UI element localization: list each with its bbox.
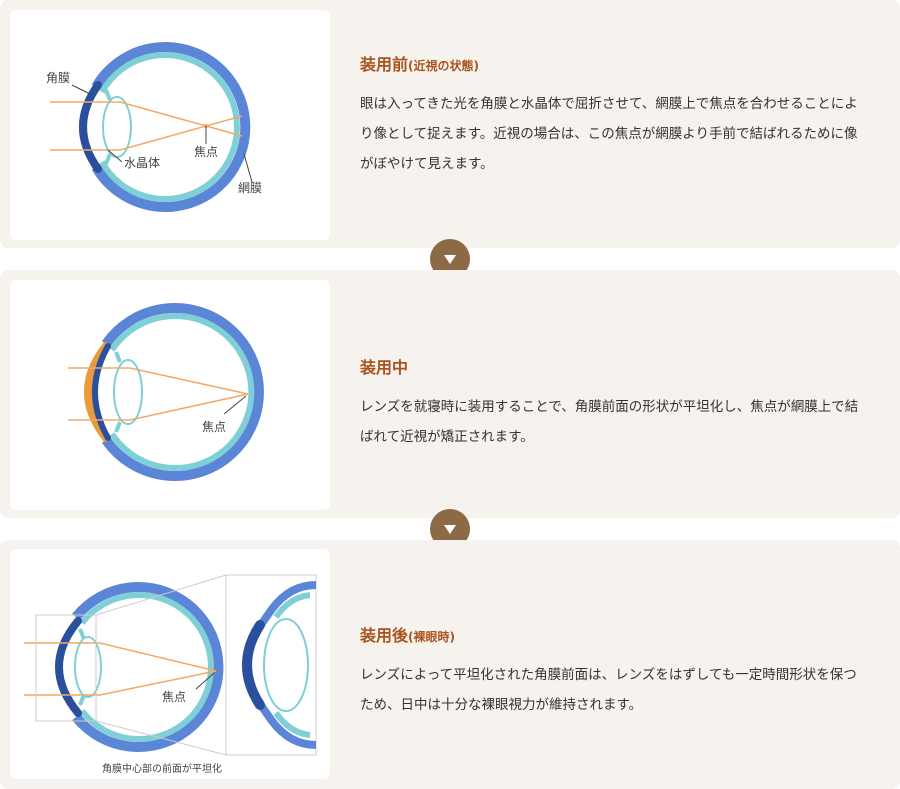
zoom-region — [35, 614, 97, 722]
light-ray-bottom — [50, 115, 243, 151]
eye-illustration-wearing: 焦点 — [68, 303, 264, 481]
step-panel-before: 角膜 水晶体 焦点 網膜 装用前(近視の状態) 眼は入ってきた光を角膜と水晶体で… — [0, 0, 900, 248]
label-retina: 網膜 — [238, 181, 262, 195]
crystalline-lens — [102, 96, 132, 158]
cornea — [79, 81, 102, 173]
step-title: 装用前 — [360, 55, 409, 74]
label-focus: 焦点 — [202, 420, 226, 434]
triangle-down-icon — [444, 525, 456, 534]
step-text-after: 装用後(裸眼時) レンズによって平坦化された角膜前面は、レンズをはずしても一定時… — [360, 624, 870, 720]
step-description: レンズを就寝時に装用することで、角膜前面の形状が平坦化し、焦点が網膜上で結ばれて… — [360, 399, 859, 445]
sclera — [101, 303, 264, 481]
step-heading: 装用前(近視の状態) — [360, 53, 870, 78]
step-description: 眼は入ってきた光を角膜と水晶体で屈折させて、網膜上で焦点を合わせることにより像と… — [360, 96, 858, 172]
triangle-down-icon — [444, 255, 456, 264]
zoom-caption: 角膜中心部の前面が平坦化 — [102, 762, 222, 775]
choroid — [99, 52, 240, 202]
light-ray-top — [50, 101, 243, 137]
choroid — [79, 592, 214, 742]
label-focus: 焦点 — [162, 690, 186, 704]
contact-lens — [84, 342, 110, 442]
cornea — [55, 617, 82, 717]
sclera — [72, 582, 224, 752]
step-description: レンズによって平坦化された角膜前面は、レンズをはずしても一定時間形状を保つため、… — [360, 667, 857, 713]
step-text-during: 装用中 レンズを就寝時に装用することで、角膜前面の形状が平坦化し、焦点が網膜上で… — [360, 356, 870, 452]
light-ray-bottom — [24, 670, 217, 696]
crystalline-lens — [74, 636, 102, 698]
light-ray-top — [24, 642, 217, 672]
light-ray-top — [68, 367, 249, 395]
choroid — [109, 313, 255, 471]
step-panel-after: 焦点 角膜中心部の前面が平坦化 装用後(裸眼時) レンズによって平坦化された角膜… — [0, 540, 900, 789]
eye-diagram-before: 角膜 水晶体 焦点 網膜 — [10, 10, 330, 240]
crystalline-lens-zoomed — [263, 618, 309, 712]
light-ray-bottom — [68, 393, 249, 421]
eye-diagram-during: 焦点 — [10, 280, 330, 510]
sclera — [91, 42, 251, 212]
label-lens: 水晶体 — [124, 156, 160, 170]
step-title: 装用後 — [360, 626, 409, 645]
label-focus: 焦点 — [194, 145, 218, 159]
step-subtitle: (近視の状態) — [408, 59, 479, 73]
step-panel-during: 焦点 装用中 レンズを就寝時に装用することで、角膜前面の形状が平坦化し、焦点が網… — [0, 270, 900, 518]
step-heading: 装用中 — [360, 356, 870, 381]
cornea-zoomed — [242, 620, 265, 710]
eye-illustration-myopia: 角膜 水晶体 焦点 網膜 — [46, 42, 262, 212]
step-text-before: 装用前(近視の状態) 眼は入ってきた光を角膜と水晶体で屈折させて、網膜上で焦点を… — [360, 53, 870, 179]
eye-illustration-after: 焦点 角膜中心部の前面が平坦化 — [24, 574, 317, 775]
step-subtitle: (裸眼時) — [408, 630, 455, 644]
step-heading: 装用後(裸眼時) — [360, 624, 870, 649]
step-title: 装用中 — [360, 358, 409, 377]
label-cornea: 角膜 — [46, 71, 70, 85]
eye-diagram-after: 焦点 角膜中心部の前面が平坦化 — [10, 549, 330, 779]
crystalline-lens — [113, 359, 143, 425]
cornea — [92, 343, 111, 441]
